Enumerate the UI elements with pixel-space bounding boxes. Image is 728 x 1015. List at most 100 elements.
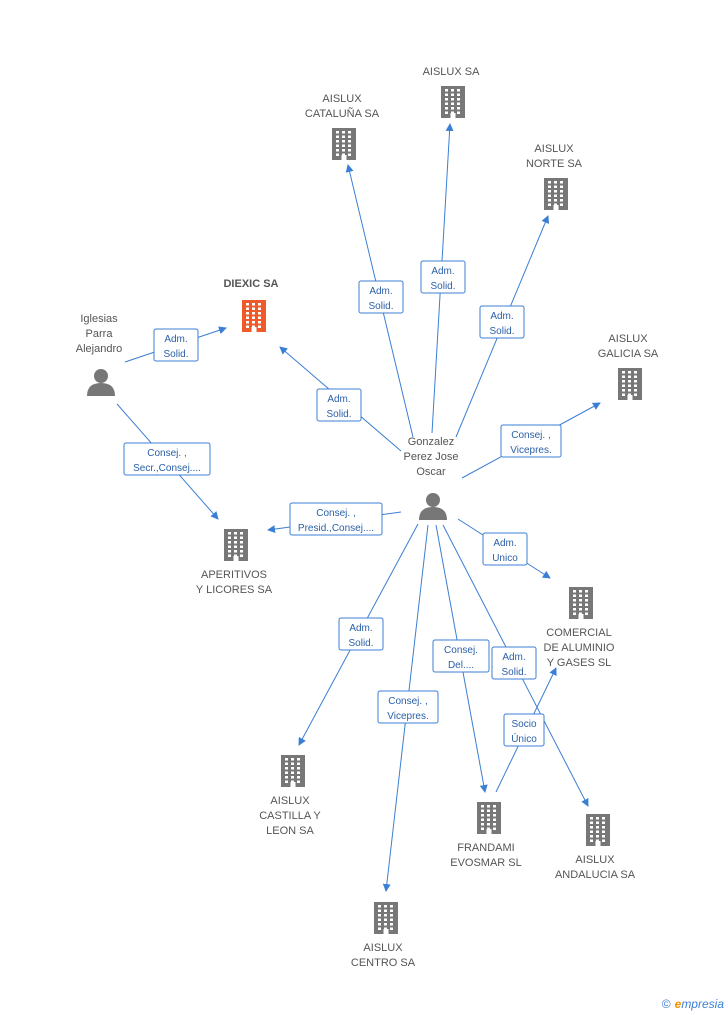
footer-brand: ©empresia	[662, 997, 724, 1011]
edge-label-frame	[338, 617, 384, 651]
edge-gonzalez-galicia: Consej. ,Vicepres.	[461, 402, 601, 479]
edge-label-text: Consej. ,	[316, 508, 355, 519]
edge-label-text: Solid.	[430, 281, 455, 292]
edge-label-frame	[377, 690, 439, 724]
node-norte[interactable]: AISLUX NORTE SA	[526, 143, 583, 210]
person-icon	[87, 369, 115, 396]
edge-label-text: Adm.	[493, 538, 516, 549]
edge-label-text: Adm.	[349, 623, 372, 634]
node-centro[interactable]: AISLUX CENTRO SA	[351, 902, 416, 969]
node-diexic[interactable]: DIEXIC SA	[223, 278, 279, 332]
edge-gonzalez-frandami: Consej. Del....	[432, 524, 490, 793]
node-label: Parra	[86, 328, 114, 340]
edge-label-box[interactable]: Adm.Solid.	[420, 260, 466, 294]
edge-label-box[interactable]: Adm.Solid.	[491, 646, 537, 680]
edge-label-text: Del....	[448, 660, 474, 671]
node-label: NORTE SA	[526, 158, 583, 170]
edge-label-text: Adm.	[490, 311, 513, 322]
brand-name: mpresia	[681, 997, 724, 1011]
node-label: CATALUÑA SA	[305, 107, 380, 120]
edge-label-box[interactable]: Adm.Solid.	[358, 280, 404, 314]
edge-gonzalez-aislux: Adm.Solid.	[420, 123, 466, 434]
edge-iglesias-diexic: Adm.Solid.	[124, 326, 227, 363]
edge-label-box[interactable]: Consej. Del....	[432, 639, 490, 673]
node-label: Gonzalez	[408, 436, 454, 448]
building-icon	[477, 802, 501, 834]
edge-gonzalez-comercial: Adm.Unico	[457, 518, 551, 579]
edge-label-box[interactable]: Adm.Solid.	[316, 388, 362, 422]
building-icon	[374, 902, 398, 934]
edge-label-frame	[123, 442, 211, 476]
edge-label-box[interactable]: Adm.Solid.	[479, 305, 525, 339]
edge-label-box[interactable]: Consej. , Vicepres.	[377, 690, 439, 724]
edge-label-text: Adm.	[502, 652, 525, 663]
node-label: FRANDAMI	[457, 842, 514, 854]
edge-label-text: Consej.	[444, 645, 478, 656]
edge-label-box[interactable]: Consej. ,Secr.,Consej....	[123, 442, 211, 476]
edges-layer: Adm. Solid. Consej. ,Secr.,Consej.... Adm. S…	[116, 123, 601, 892]
edge-label-frame	[153, 328, 199, 362]
node-label: Oscar	[416, 466, 446, 478]
node-label: Y GASES SL	[547, 657, 612, 669]
edge-gonzalez-centro: Consej. , Vicepres.	[377, 524, 439, 892]
building-icon	[224, 529, 248, 561]
node-label: DIEXIC SA	[223, 278, 278, 290]
edge-label-text: Vicepres.	[387, 711, 429, 722]
edge-label-box[interactable]: Adm.Solid.	[153, 328, 199, 362]
edge-label-box[interactable]: Consej. , Presid.,Consej....	[289, 502, 383, 536]
edge-gonzalez-diexic: Adm.Solid.	[279, 346, 402, 452]
edge-label-frame	[503, 713, 545, 747]
edge-gonzalez-norte: Adm.Solid.	[455, 215, 550, 438]
edge-iglesias-aperitivos: Consej. ,Secr.,Consej....	[116, 403, 219, 520]
edge-label-text: Vicepres.	[510, 445, 552, 456]
edge-label-text: Consej. ,	[388, 696, 427, 707]
building-icon	[586, 814, 610, 846]
copyright-symbol: ©	[661, 997, 671, 1011]
node-label: COMERCIAL	[546, 627, 611, 639]
node-aislux[interactable]: AISLUX SA	[423, 66, 481, 118]
edge-label-frame	[479, 305, 525, 339]
node-label: EVOSMAR SL	[450, 857, 522, 869]
node-label: Y LICORES SA	[196, 584, 273, 596]
edge-label-text: Presid.,Consej....	[298, 523, 374, 534]
edge-label-box[interactable]: Adm.Unico	[482, 532, 528, 566]
edge-label-text: Adm.	[164, 334, 187, 345]
edge-label-text: Consej. ,	[147, 448, 186, 459]
node-label: Alejandro	[76, 343, 122, 355]
node-label: LEON SA	[266, 825, 314, 837]
edge-gonzalez-castilla: Adm. Solid.	[298, 523, 419, 746]
edge-label-frame	[358, 280, 404, 314]
edge-label-frame	[420, 260, 466, 294]
edge-label-frame	[316, 388, 362, 422]
edge-label-frame	[491, 646, 537, 680]
node-label: AISLUX	[534, 143, 574, 155]
node-aperitivos[interactable]: APERITIVOS Y LICORES SA	[196, 529, 273, 596]
edge-label-text: Adm.	[369, 286, 392, 297]
edge-gonzalez-andalucia: Adm.Solid.	[442, 524, 589, 807]
edge-label-frame	[500, 424, 562, 458]
nodes-layer: DIEXIC SAIglesiasParraAlejandroGonzalezP…	[76, 66, 659, 969]
node-label: APERITIVOS	[201, 569, 267, 581]
node-label: AISLUX	[575, 854, 615, 866]
building-icon	[281, 755, 305, 787]
node-label: AISLUX SA	[423, 66, 481, 78]
node-label: AISLUX	[363, 942, 403, 954]
edge-label-text: Socio	[511, 719, 536, 730]
edge-label-text: Adm.	[327, 394, 350, 405]
edge-label-box[interactable]: Consej. ,Vicepres.	[500, 424, 562, 458]
node-label: AISLUX	[270, 795, 310, 807]
node-label: CENTRO SA	[351, 957, 416, 969]
edge-gonzalez-aperitivos: Consej. , Presid.,Consej....	[267, 502, 402, 536]
edge-label-text: Solid.	[348, 638, 373, 649]
edge-label-box[interactable]: Adm. Solid.	[338, 617, 384, 651]
node-frandami[interactable]: FRANDAMI EVOSMAR SL	[450, 802, 522, 869]
